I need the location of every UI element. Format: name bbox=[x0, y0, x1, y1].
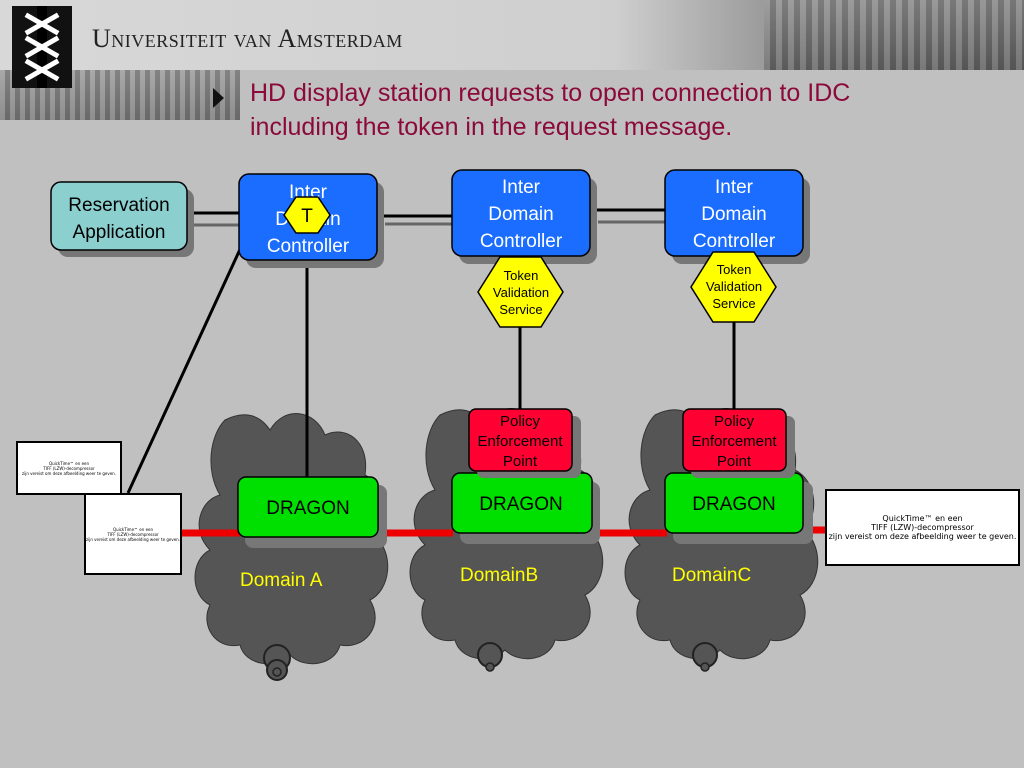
tvs-c-label-3: Service bbox=[712, 296, 755, 311]
qt2-line-3: zijn vereist om deze afbeelding weer te … bbox=[86, 536, 180, 542]
quicktime-placeholder-2: QuickTime™ en een TIFF (LZW)-decompresso… bbox=[84, 493, 182, 575]
pep-c-label-2: Enforcement bbox=[691, 433, 777, 450]
idc-a-label-3: Controller bbox=[267, 236, 350, 257]
control-link bbox=[186, 208, 668, 227]
domain-b-cloud bbox=[409, 408, 604, 672]
qt1-line-3: zijn vereist om deze afbeelding weer te … bbox=[22, 470, 116, 476]
reservation-label-1: Reservation bbox=[68, 195, 169, 216]
qt3-line-1: QuickTime™ en een bbox=[882, 514, 963, 523]
domain-b-label: DomainB bbox=[460, 565, 538, 586]
token-hexagon: T bbox=[283, 196, 331, 234]
idc-c-label-3: Controller bbox=[693, 231, 776, 252]
idc-b-label-2: Domain bbox=[488, 204, 553, 225]
dragon-domain-c: DRAGON bbox=[664, 472, 813, 544]
idc-b-label-1: Inter bbox=[502, 177, 541, 198]
title-line-1: HD display station requests to open conn… bbox=[250, 79, 851, 107]
qt1-line-1: QuickTime™ en een bbox=[48, 460, 90, 466]
token-validation-service-b: Token Validation Service bbox=[477, 256, 564, 328]
signaling-link bbox=[126, 244, 736, 494]
header-photo bbox=[764, 0, 1024, 70]
reservation-label-2: Application bbox=[73, 222, 166, 243]
slide-title: HD display station requests to open conn… bbox=[250, 76, 970, 144]
qt3-line-3: zijn vereist om deze afbeelding weer te … bbox=[828, 532, 1017, 541]
domain-c-label: DomainC bbox=[672, 565, 751, 586]
pep-c-label-3: Point bbox=[717, 453, 752, 470]
quicktime-placeholder-3: QuickTime™ en een TIFF (LZW)-decompresso… bbox=[825, 489, 1020, 566]
bullet-arrow-icon bbox=[213, 88, 224, 108]
tvs-c-label-1: Token bbox=[717, 262, 752, 277]
policy-enforcement-point-c: Policy Enforcement Point bbox=[682, 408, 795, 478]
tvs-b-label-2: Validation bbox=[493, 285, 549, 300]
qt2-line-1: QuickTime™ en een bbox=[112, 526, 154, 532]
idc-c-label-1: Inter bbox=[715, 177, 754, 198]
idc-c-label-2: Domain bbox=[701, 204, 766, 225]
domain-a-cloud bbox=[194, 413, 389, 681]
pep-b-label-2: Enforcement bbox=[477, 433, 563, 450]
domain-a-label: Domain A bbox=[240, 570, 323, 591]
domain-c-cloud bbox=[624, 408, 819, 672]
uva-xxx-logo-icon bbox=[12, 6, 72, 88]
dragon-domain-a: DRAGON bbox=[237, 476, 387, 548]
qt3-line-2: TIFF (LZW)-decompressor bbox=[871, 523, 974, 532]
quicktime-placeholder-1: QuickTime™ en een TIFF (LZW)-decompresso… bbox=[16, 441, 122, 495]
pep-b-label-1: Policy bbox=[500, 413, 541, 430]
university-name: Universiteit van Amsterdam bbox=[92, 24, 403, 53]
token-label: T bbox=[301, 206, 313, 227]
dragon-a-label: DRAGON bbox=[266, 498, 349, 519]
policy-enforcement-point-b: Policy Enforcement Point bbox=[468, 408, 581, 478]
title-line-2: including the token in the request messa… bbox=[250, 113, 733, 141]
idc-domain-b: Inter Domain Controller bbox=[451, 169, 597, 264]
idc-domain-c: Inter Domain Controller bbox=[664, 169, 810, 264]
qt2-line-2: TIFF (LZW)-decompressor bbox=[107, 531, 159, 537]
dragon-b-label: DRAGON bbox=[479, 494, 562, 515]
tvs-b-label-1: Token bbox=[504, 268, 539, 283]
dragon-c-label: DRAGON bbox=[692, 494, 775, 515]
idc-b-label-3: Controller bbox=[480, 231, 563, 252]
tvs-c-label-2: Validation bbox=[706, 279, 762, 294]
pep-c-label-1: Policy bbox=[714, 413, 755, 430]
qt1-line-2: TIFF (LZW)-decompressor bbox=[43, 465, 95, 471]
token-validation-service-c: Token Validation Service bbox=[690, 251, 777, 323]
pep-b-label-3: Point bbox=[503, 453, 538, 470]
tvs-b-label-3: Service bbox=[499, 302, 542, 317]
reservation-application: Reservation Application bbox=[50, 181, 194, 257]
dragon-domain-b: DRAGON bbox=[451, 472, 600, 544]
